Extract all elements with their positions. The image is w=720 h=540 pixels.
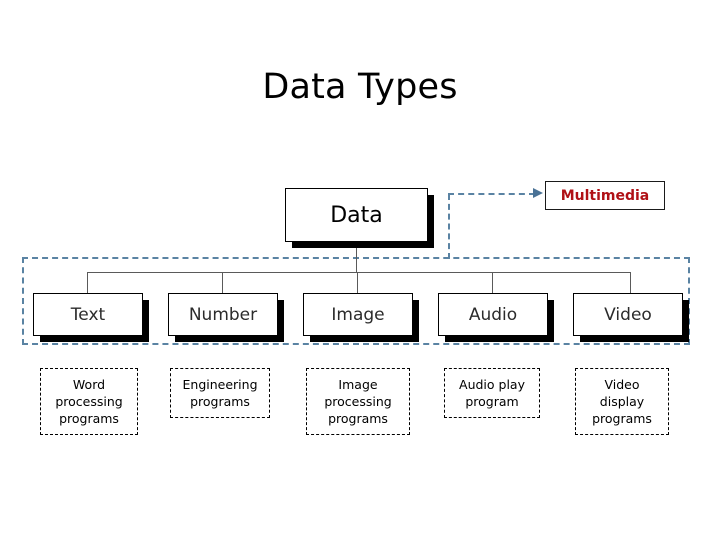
node-image-label: Image — [331, 304, 385, 325]
node-audio[interactable]: Audio — [438, 293, 554, 342]
node-audio-label: Audio — [468, 304, 518, 325]
connector-root-stem — [356, 242, 357, 272]
description-line: display — [599, 394, 645, 409]
node-text-label: Text — [70, 304, 106, 325]
shadow-bottom — [40, 335, 149, 342]
callout-multimedia[interactable]: Multimedia — [545, 181, 665, 210]
description-line: Word — [72, 377, 106, 392]
description-line: Audio play — [459, 377, 525, 392]
description-line: programs — [328, 411, 388, 426]
description-line: Video — [604, 377, 640, 392]
description-line: program — [465, 394, 519, 409]
shadow-right — [427, 195, 434, 248]
shadow-bottom — [175, 335, 284, 342]
node-data[interactable]: Data — [285, 188, 434, 248]
connector-horizontal-bus — [87, 272, 630, 273]
page-title: Data Types — [262, 67, 458, 107]
shadow-right — [277, 300, 284, 342]
description-line: Image — [338, 377, 378, 392]
node-video-label: Video — [604, 304, 652, 325]
description-video: Video display programs — [575, 368, 669, 435]
description-audio: Audio play program — [444, 368, 540, 418]
description-text: Word processing programs — [40, 368, 138, 435]
connector-drop-text — [87, 272, 88, 293]
description-image: Image processing programs — [306, 368, 410, 435]
shadow-right — [547, 300, 554, 342]
shadow-right — [142, 300, 149, 342]
connector-drop-number — [222, 272, 223, 293]
description-line: programs — [59, 411, 119, 426]
shadow-bottom — [580, 335, 689, 342]
description-line: Engineering — [182, 377, 258, 392]
shadow-right — [682, 300, 689, 342]
shadow-bottom — [445, 335, 554, 342]
connector-drop-image — [357, 272, 358, 293]
node-text[interactable]: Text — [33, 293, 149, 342]
description-line: programs — [190, 394, 250, 409]
arrow-head-icon — [533, 188, 543, 198]
node-image[interactable]: Image — [303, 293, 419, 342]
connector-drop-video — [630, 272, 631, 293]
multimedia-leader-horizontal — [448, 193, 535, 195]
node-number[interactable]: Number — [168, 293, 284, 342]
shadow-right — [412, 300, 419, 342]
connector-drop-audio — [492, 272, 493, 293]
multimedia-leader-vertical — [448, 194, 450, 259]
description-line: processing — [55, 394, 123, 409]
shadow-bottom — [310, 335, 419, 342]
shadow-bottom — [292, 241, 434, 248]
description-line: programs — [592, 411, 652, 426]
description-number: Engineering programs — [170, 368, 270, 418]
callout-multimedia-label: Multimedia — [560, 187, 650, 204]
description-line: processing — [324, 394, 392, 409]
node-number-label: Number — [188, 304, 258, 325]
node-data-label: Data — [330, 202, 383, 228]
node-video[interactable]: Video — [573, 293, 689, 342]
